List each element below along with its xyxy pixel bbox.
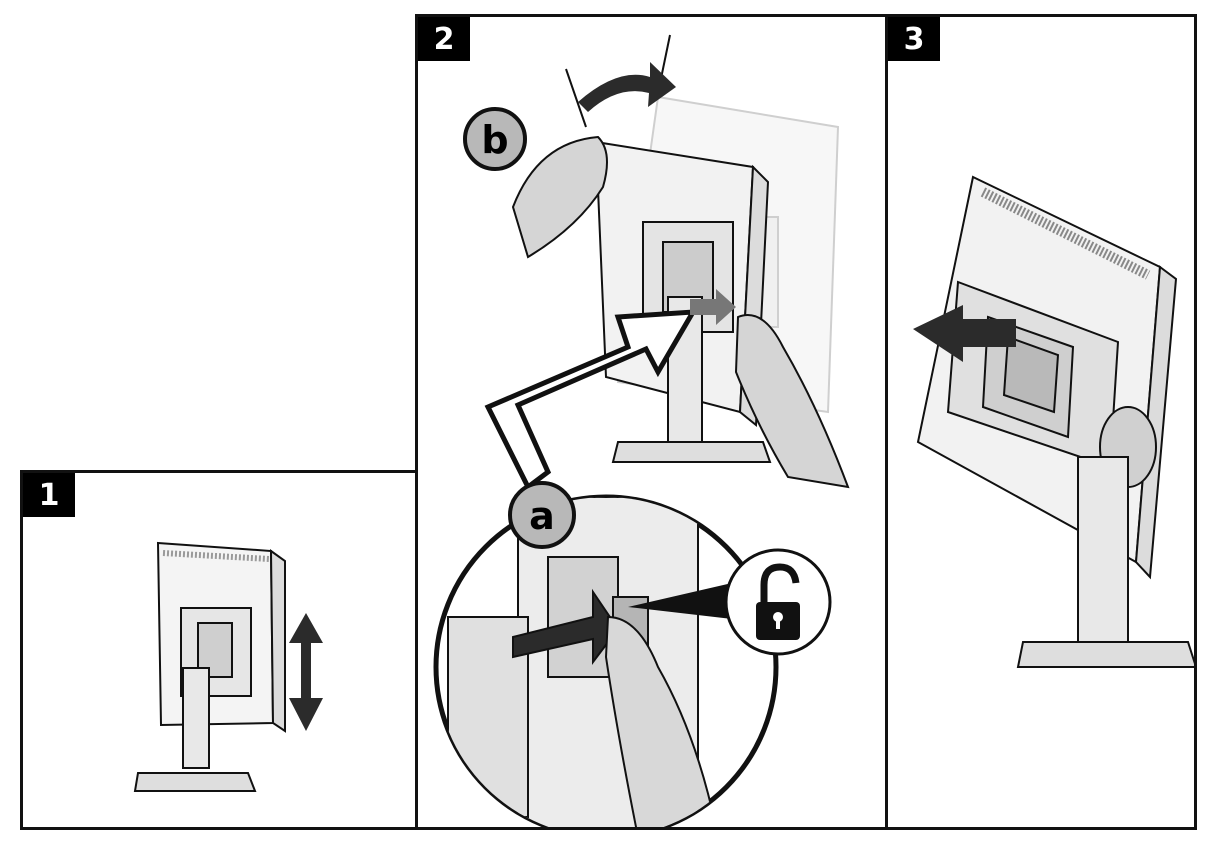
monitor-stand xyxy=(133,667,257,792)
hand-icon xyxy=(734,314,850,489)
step-1-badge: 1 xyxy=(23,473,75,517)
step-3-illustration xyxy=(913,175,1194,668)
monitor-back xyxy=(916,175,1178,580)
hand-icon xyxy=(511,135,608,259)
unlock-icon xyxy=(724,548,832,656)
step-2-panel: 2 xyxy=(415,14,888,830)
up-down-arrow-icon xyxy=(289,613,323,731)
direction-arrow xyxy=(484,309,698,491)
monitor-stand xyxy=(1016,406,1194,668)
callout-b-label: b xyxy=(481,118,508,162)
step-3-badge: 3 xyxy=(888,17,940,61)
rotate-arrow-icon xyxy=(565,34,676,128)
step-1-illustration xyxy=(133,541,323,792)
step-2-illustration: a b xyxy=(433,34,850,827)
callout-b: b xyxy=(463,107,527,171)
callout-a-label: a xyxy=(529,494,555,538)
step-2-badge: 2 xyxy=(418,17,470,61)
zoom-detail xyxy=(433,494,779,827)
callout-a: a xyxy=(508,481,576,549)
step-3-panel: 3 xyxy=(885,14,1197,830)
push-arrow-icon xyxy=(690,289,736,325)
step-1-panel: 1 xyxy=(20,470,418,830)
monitor-back xyxy=(156,541,286,733)
left-arrow-icon xyxy=(913,305,1016,362)
